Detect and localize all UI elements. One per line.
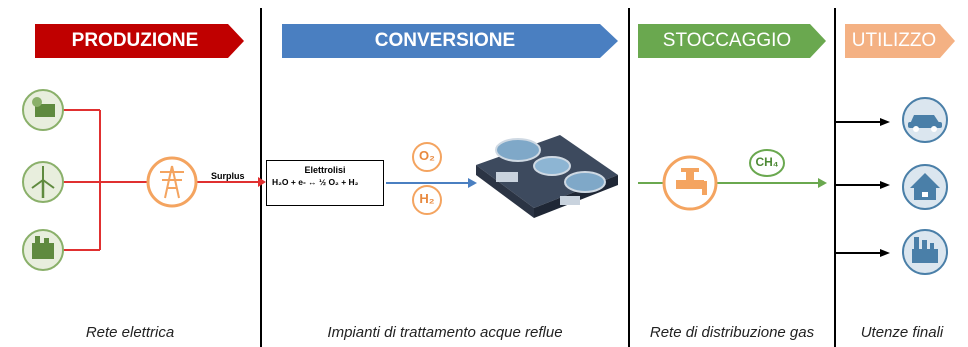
ch4-circle bbox=[749, 149, 785, 177]
end-use-arrows bbox=[836, 121, 882, 254]
banner-produzione-label: PRODUZIONE bbox=[71, 30, 199, 51]
power-pylon-icon bbox=[146, 156, 198, 208]
caption-produzione: Rete elettrica bbox=[85, 324, 175, 341]
electrolysis-title: Elettrolisi bbox=[304, 165, 346, 175]
solar-icon bbox=[22, 89, 64, 131]
caption-stoccaggio: Rete di distribuzione gas bbox=[649, 324, 815, 341]
banner-stoccaggio-label: STOCCAGGIO bbox=[662, 30, 792, 51]
caption-conversione: Impianti di trattamento acque reflue bbox=[327, 324, 563, 341]
banner-stoccaggio: STOCCAGGIO bbox=[636, 24, 818, 58]
electrolysis-equation: H₂O + e- ↔ ½ O₂ + H₂ bbox=[272, 177, 359, 187]
wind-turbine-icon bbox=[22, 161, 64, 203]
surplus-label: Surplus bbox=[211, 171, 245, 181]
panel-utilizzo: Utenze finali bbox=[834, 8, 968, 347]
banner-conversione-shape bbox=[282, 24, 618, 58]
banner-stoccaggio-shape bbox=[638, 24, 826, 58]
ch4-label: CH₄ bbox=[755, 155, 779, 169]
house-icon bbox=[902, 164, 948, 210]
banner-conversione: CONVERSIONE bbox=[282, 24, 608, 58]
h2-label: H₂ bbox=[419, 191, 435, 206]
gas-valve-icon bbox=[662, 155, 718, 211]
banner-conversione-label: CONVERSIONE bbox=[374, 30, 516, 51]
electrolysis-box: Elettrolisi H₂O + e- ↔ ½ O₂ + H₂ bbox=[266, 160, 384, 206]
h2-circle bbox=[412, 185, 442, 215]
banner-utilizzo-label: UTILIZZO bbox=[851, 30, 937, 51]
gas-network-arrowhead bbox=[818, 178, 827, 188]
banner-utilizzo: UTILIZZO bbox=[842, 24, 946, 58]
surplus-arrowhead bbox=[258, 177, 266, 187]
hydrogen-flow-arrowhead bbox=[468, 178, 477, 188]
industry-icon bbox=[902, 229, 948, 275]
banner-produzione: PRODUZIONE bbox=[35, 24, 235, 58]
banner-utilizzo-shape bbox=[845, 24, 955, 58]
wastewater-plant-illustration bbox=[476, 135, 618, 218]
caption-utilizzo: Utenze finali bbox=[860, 324, 944, 341]
factory-icon bbox=[22, 229, 64, 271]
o2-label: O₂ bbox=[419, 148, 435, 163]
electric-network-lines bbox=[60, 109, 258, 251]
car-icon bbox=[902, 97, 948, 143]
banner-produzione-shape bbox=[35, 24, 244, 58]
o2-circle bbox=[412, 142, 442, 172]
